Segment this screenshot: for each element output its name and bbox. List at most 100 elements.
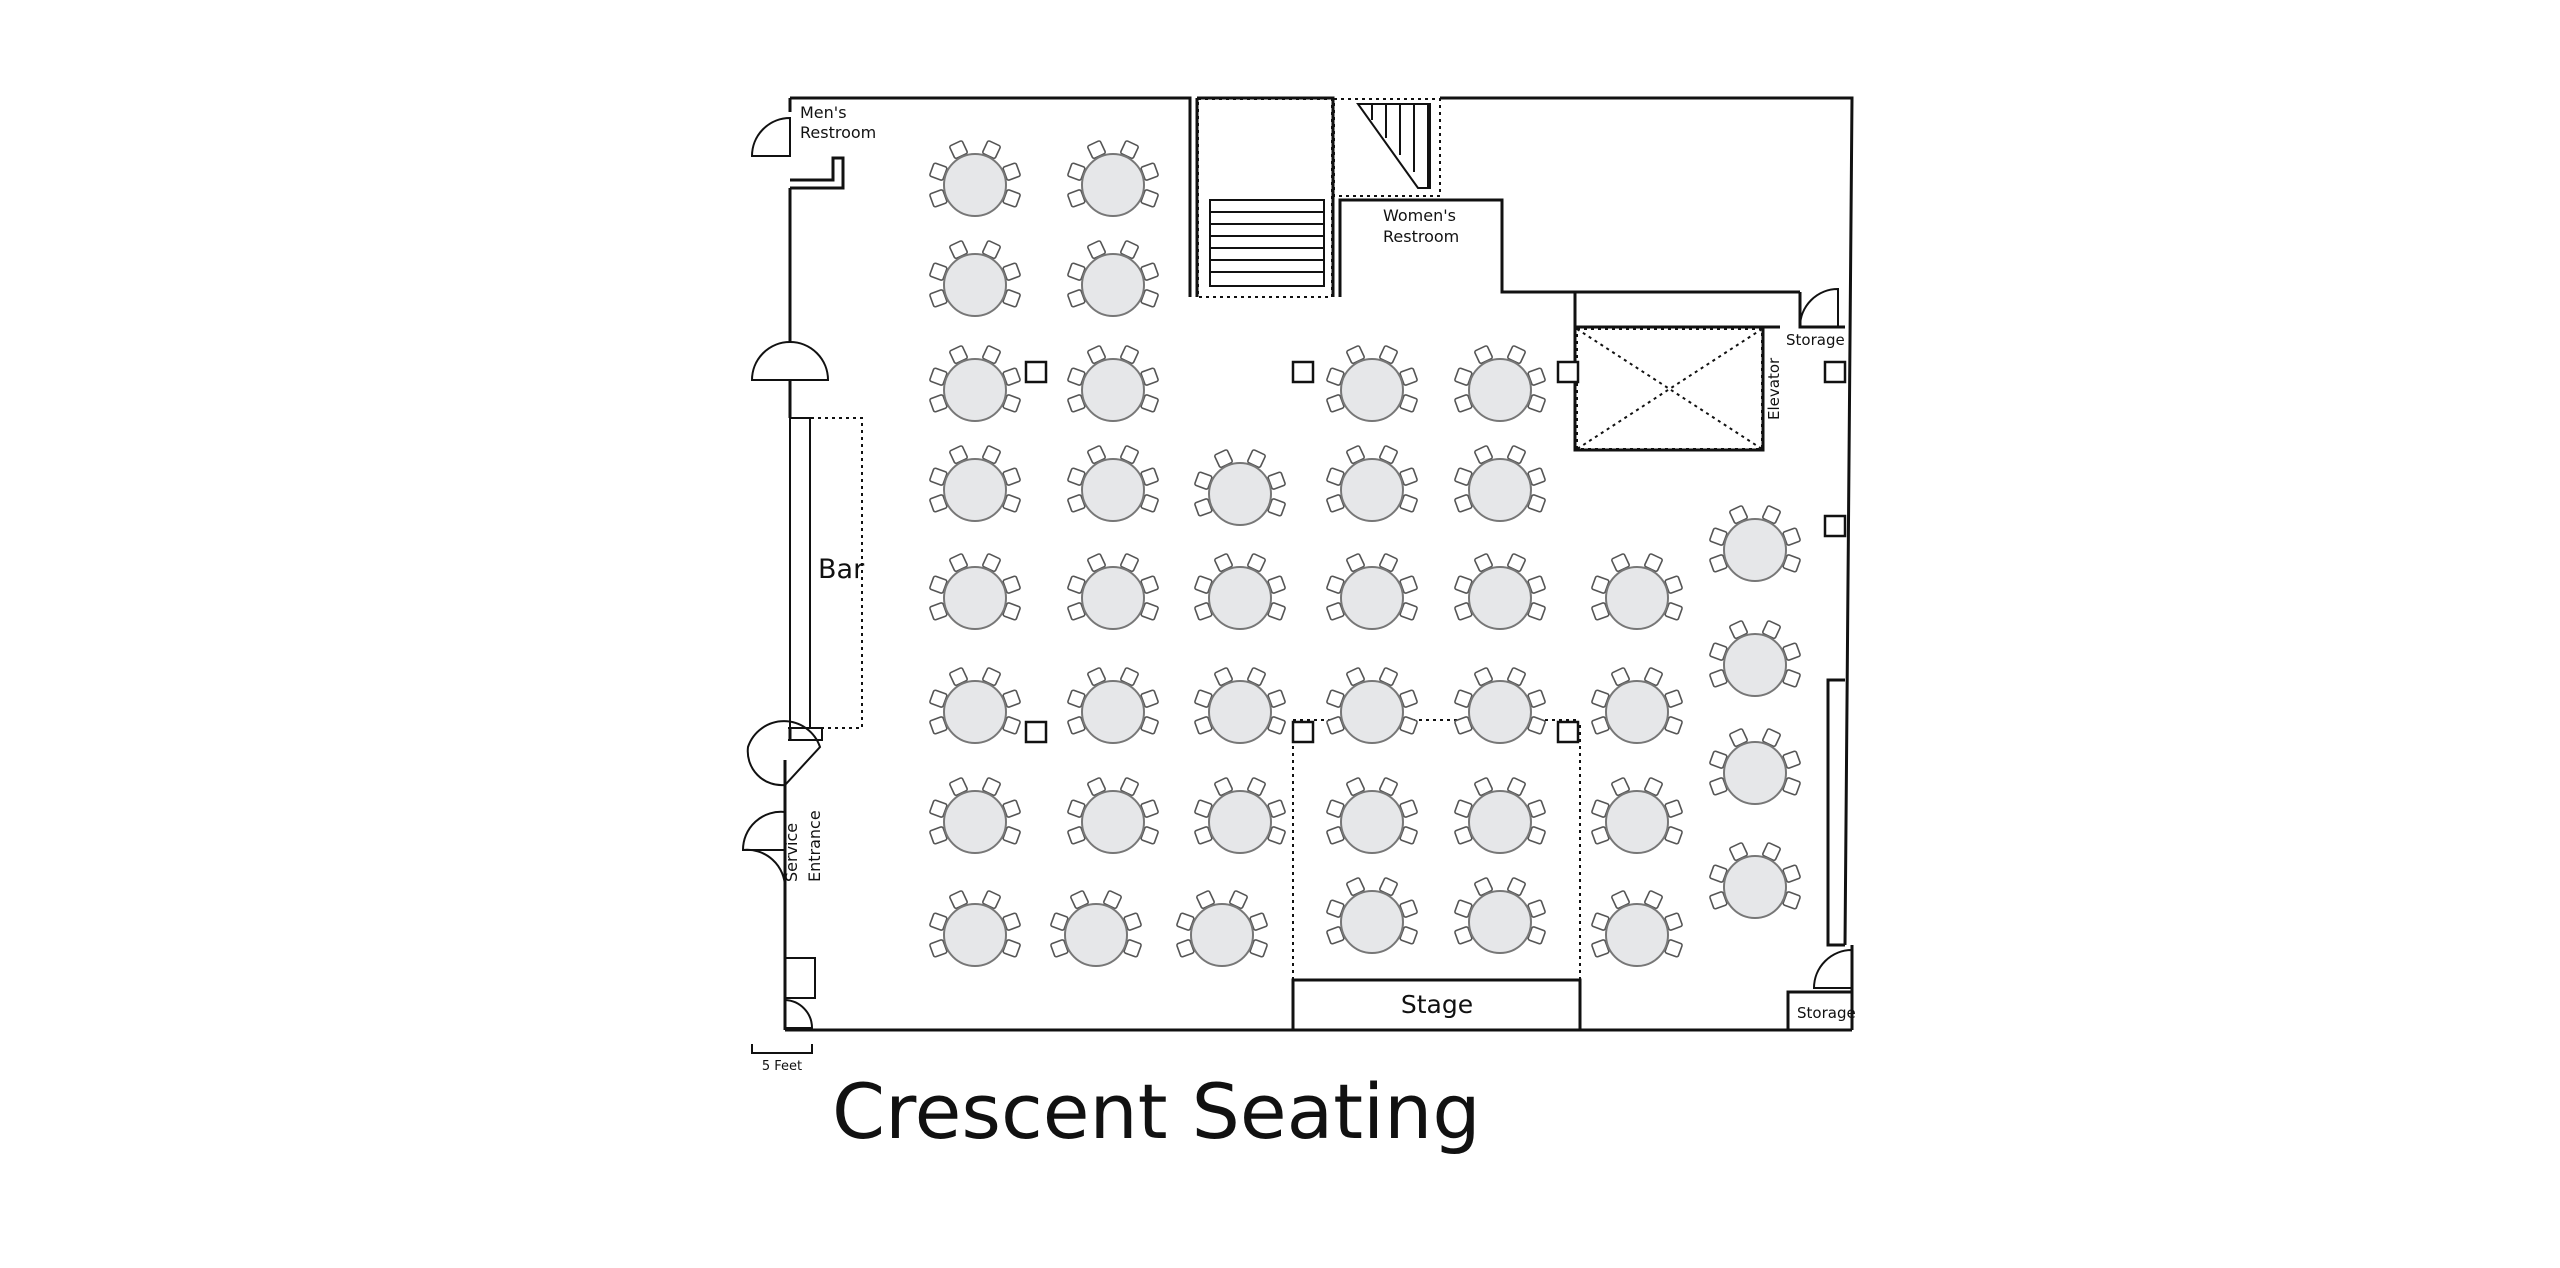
table-top: [1605, 566, 1669, 630]
chair: [1002, 575, 1021, 594]
chair: [1591, 575, 1610, 594]
walls: [783, 96, 1854, 1032]
chair: [1067, 826, 1086, 845]
elevator-cross: [1576, 328, 1763, 450]
round-table: [1067, 345, 1159, 422]
chair: [982, 140, 1001, 160]
dotted-outlines: [789, 98, 1763, 980]
table-top: [1081, 253, 1145, 317]
chair: [929, 494, 948, 513]
table-top: [943, 903, 1007, 967]
table-top: [1723, 518, 1787, 582]
chair: [929, 575, 948, 594]
round-table: [1050, 890, 1142, 967]
round-table: [929, 777, 1021, 854]
bar-top: [789, 417, 811, 729]
round-table: [1326, 667, 1418, 744]
round-table: [1194, 667, 1286, 744]
chair: [1527, 367, 1546, 386]
table-top: [943, 458, 1007, 522]
storage-top-door-icon: [1798, 287, 1839, 328]
round-table: [1454, 345, 1546, 422]
round-table: [1454, 445, 1546, 522]
chair: [1399, 716, 1418, 735]
chair: [1591, 716, 1610, 735]
chair: [949, 445, 968, 465]
chair: [1194, 716, 1213, 735]
chair: [1399, 799, 1418, 818]
table-top: [1081, 358, 1145, 422]
table-top: [1340, 890, 1404, 954]
chair: [1176, 939, 1195, 958]
mens-restroom-wall: [790, 156, 845, 190]
chair: [1527, 394, 1546, 413]
chair: [1326, 716, 1345, 735]
round-table: [1326, 877, 1418, 954]
chair: [1140, 394, 1159, 413]
chair: [1782, 777, 1801, 796]
bar-counter: [788, 417, 823, 741]
column: [1024, 360, 1048, 384]
chair: [1782, 554, 1801, 573]
round-table: [1067, 667, 1159, 744]
west-wall: [783, 98, 792, 1030]
chair: [1591, 602, 1610, 621]
chair: [1002, 494, 1021, 513]
chair: [1267, 826, 1286, 845]
table-top: [1468, 890, 1532, 954]
chair: [1002, 912, 1021, 931]
round-table: [1709, 728, 1801, 805]
scale-label: 5 Feet: [762, 1059, 802, 1074]
chair: [1249, 912, 1268, 931]
chair: [1267, 602, 1286, 621]
page-title: Crescent Seating: [832, 1067, 1481, 1156]
chair: [1709, 669, 1728, 688]
chair: [1591, 912, 1610, 931]
chair: [1399, 602, 1418, 621]
chair: [1527, 899, 1546, 918]
column: [1291, 360, 1315, 384]
round-table: [929, 553, 1021, 630]
scale-bar: 5 Feet: [751, 1044, 813, 1074]
chair: [1664, 689, 1683, 708]
chair: [1527, 799, 1546, 818]
chair: [929, 367, 948, 386]
chair: [929, 689, 948, 708]
chair: [1454, 602, 1473, 621]
elevator-shaft: [1576, 328, 1763, 450]
chair: [1067, 716, 1086, 735]
mens-restroom-label: Restroom: [800, 123, 876, 142]
round-table: [1326, 553, 1418, 630]
chair: [1140, 262, 1159, 281]
chair: [949, 345, 968, 365]
stage-outline: [1291, 978, 1582, 1030]
storage-bottom-door-icon: [1812, 948, 1853, 989]
table-top: [1468, 566, 1532, 630]
labels: Men's Restroom Women's Restroom Bar Stor…: [782, 103, 1856, 1022]
chair: [1140, 467, 1159, 486]
round-table: [929, 667, 1021, 744]
chair: [1527, 926, 1546, 945]
chair: [1194, 689, 1213, 708]
north-wall: [790, 96, 1192, 297]
chair: [1067, 162, 1086, 181]
table-top: [1723, 855, 1787, 919]
chair: [1664, 602, 1683, 621]
chair: [1267, 689, 1286, 708]
chair: [1591, 689, 1610, 708]
chair: [1664, 575, 1683, 594]
table-top: [943, 790, 1007, 854]
round-table: [1067, 553, 1159, 630]
womens-restroom-label: Restroom: [1383, 227, 1459, 246]
table-top: [1340, 680, 1404, 744]
chair: [1399, 689, 1418, 708]
column: [1823, 360, 1847, 384]
table-top: [1468, 680, 1532, 744]
chair: [1067, 394, 1086, 413]
table-top: [943, 253, 1007, 317]
chair: [1123, 912, 1142, 931]
round-table: [1067, 445, 1159, 522]
chair: [1002, 367, 1021, 386]
table-top: [1081, 790, 1145, 854]
womens-restroom-wall: [1338, 198, 1800, 297]
